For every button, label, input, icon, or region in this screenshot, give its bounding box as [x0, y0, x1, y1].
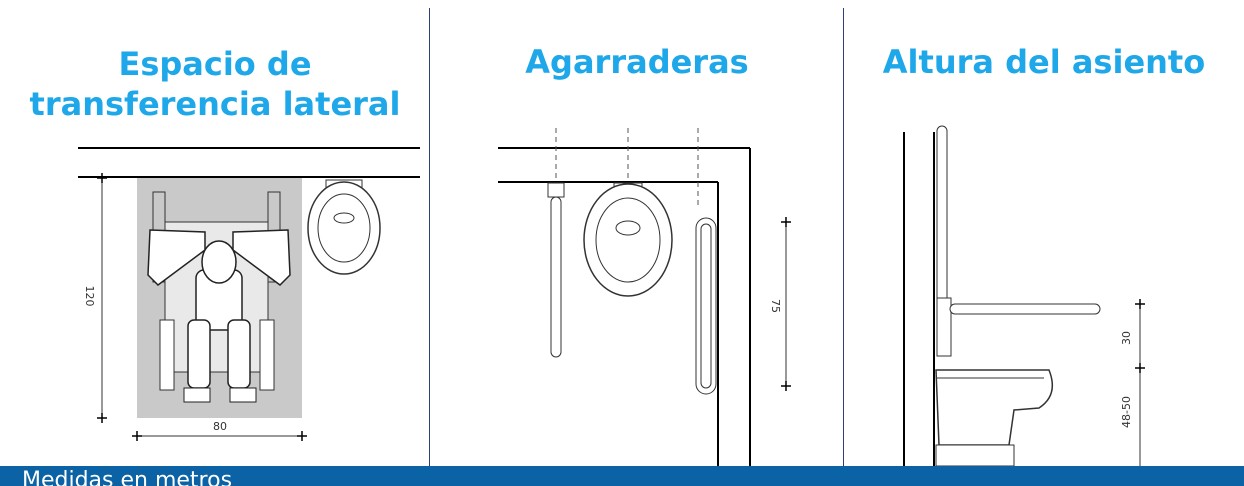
panel-lateral-transfer: Espacio de transferencia lateral	[0, 0, 430, 466]
panel-grab-bars: Agarraderas 75	[430, 0, 844, 466]
dim-label-bar-height: 75	[769, 299, 782, 313]
footer-banner: Medidas en metros	[0, 466, 1244, 486]
panel-title-lateral-transfer: Espacio de transferencia lateral	[29, 45, 401, 123]
dim-label-upper: 30	[1120, 331, 1133, 345]
panel-title-seat-height: Altura del asiento	[882, 43, 1206, 81]
grab-bars-drawing: 75	[498, 128, 791, 466]
panel-seat-height: Altura del asiento 30 48-50	[844, 0, 1244, 466]
seat-height-drawing: 30 48-50	[903, 125, 1145, 466]
dim-label-height: 120	[83, 286, 96, 307]
footer-text: Medidas en metros	[22, 468, 233, 486]
lateral-transfer-drawing: 120 80	[78, 147, 420, 441]
panel-title-grab-bars: Agarraderas	[525, 43, 749, 81]
dim-label-width: 80	[213, 420, 227, 433]
dim-label-lower: 48-50	[1120, 396, 1133, 428]
